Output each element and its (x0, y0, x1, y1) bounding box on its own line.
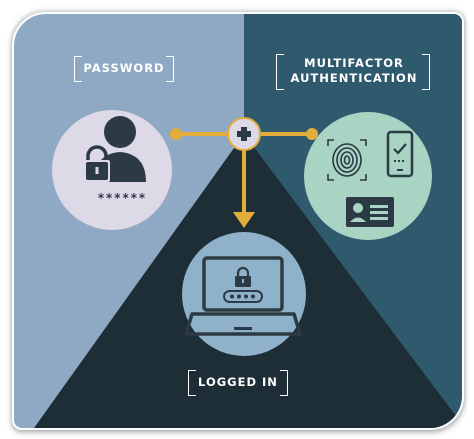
mfa-label-line2: AUTHENTICATION (290, 71, 418, 85)
mfa-label: MULTIFACTOR AUTHENTICATION (280, 56, 428, 86)
logged-in-bracket-right (280, 370, 288, 396)
mfa-bracket-right (422, 54, 430, 90)
laptop-circle (182, 232, 306, 356)
mfa-label-line1: MULTIFACTOR (304, 56, 404, 70)
fingerprint-icon (327, 139, 367, 181)
logged-in-bracket-left (188, 370, 196, 396)
laptop-icon (184, 256, 302, 336)
connector-dot-right (306, 128, 318, 140)
password-bracket-right (166, 56, 174, 82)
infographic-canvas (14, 14, 462, 428)
mfa-bracket-left (276, 54, 284, 90)
plus-icon (237, 127, 251, 141)
infographic-card (12, 12, 464, 430)
id-card-icon (346, 197, 394, 227)
mfa-circle (304, 112, 432, 240)
password-bracket-left (74, 56, 82, 82)
password-label: PASSWORD (83, 61, 165, 75)
padlock-icon (84, 145, 110, 182)
connector-dot-left (170, 128, 182, 140)
smartphone-check-icon (386, 130, 414, 178)
password-mask: ****** (97, 191, 147, 205)
logged-in-label: LOGGED IN (198, 375, 278, 389)
arrow-down-icon (233, 212, 255, 228)
